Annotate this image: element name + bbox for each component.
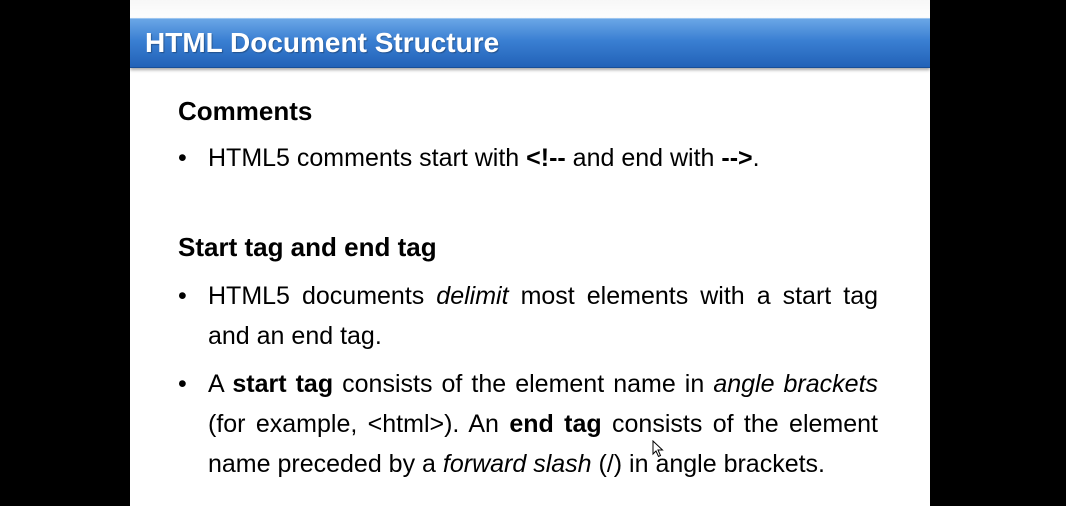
text-run: --> (721, 144, 753, 172)
title-bar: HTML Document Structure (130, 18, 930, 68)
text-run: consists of the element name preceded by… (208, 410, 878, 478)
bullet-dot: • (178, 144, 187, 172)
bullet-delimit: • HTML5 documents delimit most elements … (178, 276, 878, 356)
text-run: consists of the element name in (333, 370, 714, 398)
text-run: (for example, <html>). An (208, 410, 510, 438)
mouse-cursor-icon (652, 440, 664, 458)
section-heading-start-end-tag: Start tag and end tag (178, 232, 437, 262)
text-run: start tag (232, 370, 334, 398)
text-run: most elements with a start tag and an en… (208, 282, 879, 350)
bullet-dot: • (178, 370, 187, 398)
bullet-text: HTML5 comments start with <!-- and end w… (208, 138, 878, 178)
bullet-start-tag: • A start tag consists of the element na… (178, 364, 878, 484)
text-run: angle brackets (713, 370, 879, 398)
bullet-comments: • HTML5 comments start with <!-- and end… (178, 138, 878, 178)
text-run: . (752, 144, 760, 172)
text-run: (/) in angle brackets. (591, 450, 826, 478)
text-run: HTML5 comments start with (208, 144, 527, 172)
slide-top-strip (130, 0, 930, 20)
text-run: A (208, 370, 233, 398)
section-heading-comments: Comments (178, 96, 313, 126)
bullet-text: HTML5 documents delimit most elements wi… (208, 276, 878, 356)
text-run: end tag (509, 410, 602, 438)
slide-title: HTML Document Structure (145, 27, 500, 58)
slide: HTML Document Structure Comments • HTML5… (130, 0, 930, 506)
text-run: forward slash (442, 450, 592, 478)
text-run: <!-- (526, 144, 566, 172)
text-run: HTML5 documents (208, 282, 437, 310)
bullet-text: A start tag consists of the element name… (208, 364, 878, 484)
bullet-dot: • (178, 282, 187, 310)
text-run: and end with (565, 144, 722, 172)
text-run: delimit (436, 282, 509, 310)
